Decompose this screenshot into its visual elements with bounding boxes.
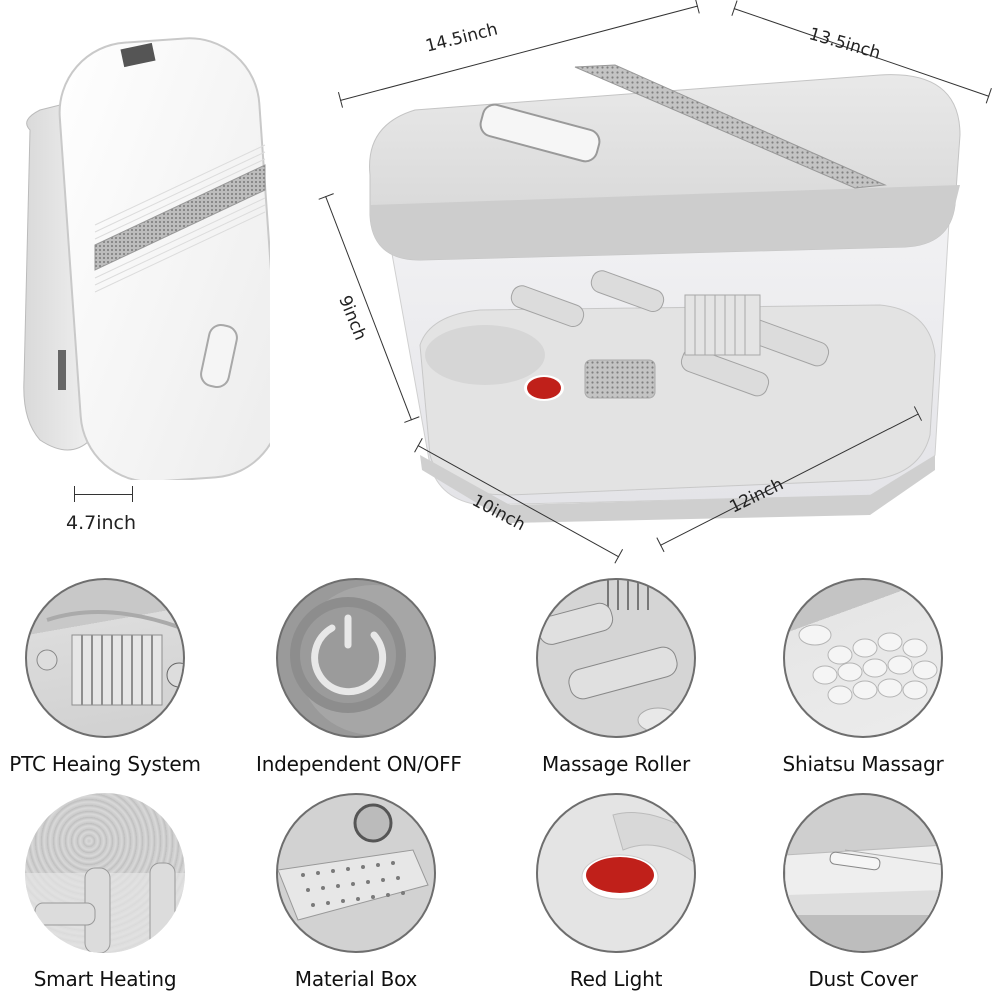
heater-fins-icon	[25, 578, 185, 738]
power-button-icon	[276, 578, 436, 738]
feature-label: Red Light	[569, 967, 663, 991]
open-spa-illustration	[369, 64, 961, 523]
feature-label: Dust Cover	[808, 967, 918, 991]
dust-cover-icon	[783, 793, 943, 953]
shiatsu-nodes-icon	[783, 578, 943, 738]
feature-material-box: Material Box	[256, 793, 456, 991]
feature-red-light: Red Light	[516, 793, 716, 991]
top-length-dimension-label: 14.5inch	[423, 19, 500, 57]
feature-dust-cover: Dust Cover	[763, 793, 963, 991]
feature-smart-heating: Smart Heating	[5, 793, 205, 991]
thickness-dimension-line	[74, 486, 133, 502]
feature-ptc-heating: PTC Heaing System	[5, 578, 205, 776]
feature-independent-on-off: Independent ON/OFF	[256, 578, 462, 776]
feature-label: Smart Heating	[33, 967, 177, 991]
red-light-icon	[536, 793, 696, 953]
feature-label: Shiatsu Massagr	[782, 752, 944, 776]
feature-label: Independent ON/OFF	[256, 752, 462, 776]
roller-icon	[536, 578, 696, 738]
feature-label: Massage Roller	[541, 752, 691, 776]
folded-product-image	[10, 20, 282, 483]
heating-water-icon	[25, 793, 185, 953]
feature-massage-roller: Massage Roller	[516, 578, 716, 776]
material-box-icon	[276, 793, 436, 953]
thickness-dimension-label: 4.7inch	[66, 512, 137, 534]
feature-shiatsu-massager: Shiatsu Massagr	[763, 578, 963, 776]
folded-spa-illustration	[23, 37, 282, 483]
open-product-image	[360, 55, 965, 525]
feature-label: PTC Heaing System	[9, 752, 201, 776]
feature-label: Material Box	[294, 967, 418, 991]
